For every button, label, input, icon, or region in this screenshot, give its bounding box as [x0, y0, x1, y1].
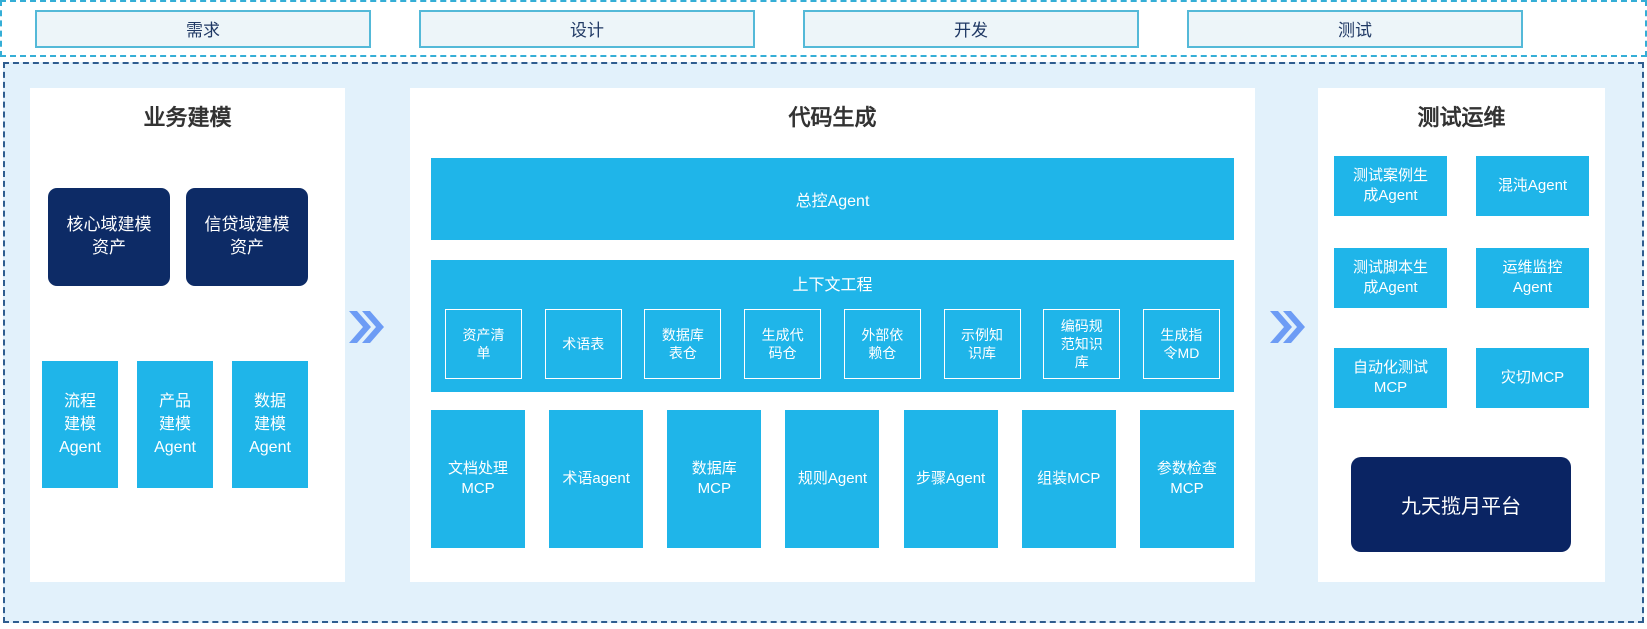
master-agent-bar: 总控Agent: [431, 158, 1234, 240]
worker-database-mcp: 数据库MCP: [667, 410, 762, 548]
phase-strip: 需求 设计 开发 测试: [0, 0, 1647, 57]
agent-box-process-modeling: 流程建模Agent: [42, 361, 118, 488]
panel-code-generation: 代码生成 总控Agent 上下文工程 资产清单 术语表 数据库表仓 生成代码仓 …: [410, 88, 1255, 582]
asset-box-core-domain: 核心域建模资产: [48, 188, 170, 286]
worker-assembly-mcp: 组装MCP: [1021, 410, 1116, 548]
context-item-row: 资产清单 术语表 数据库表仓 生成代码仓 外部依赖仓 示例知识库 编码规范知识库…: [445, 309, 1220, 379]
worker-row: 文档处理MCP 术语agent 数据库MCP 规则Agent 步骤Agent 组…: [431, 410, 1234, 548]
agent-box-data-modeling: 数据建模Agent: [232, 361, 308, 488]
ops-box-test-script-gen-agent: 测试脚本生成Agent: [1334, 248, 1447, 308]
main-area: 业务建模 核心域建模资产 信贷域建模资产 流程建模Agent 产品建模Agent…: [3, 62, 1644, 623]
context-item-coding-standard-kb: 编码规范知识库: [1043, 309, 1121, 379]
asset-box-credit-domain: 信贷域建模资产: [186, 188, 308, 286]
context-item-gen-code-repo: 生成代码仓: [744, 309, 822, 379]
phase-box-design: 设计: [419, 9, 755, 48]
context-item-gen-instruction-md: 生成指令MD: [1142, 309, 1220, 379]
panel-business-modeling: 业务建模 核心域建模资产 信贷域建模资产 流程建模Agent 产品建模Agent…: [30, 88, 345, 582]
double-chevron-right-icon: [1270, 311, 1305, 343]
ops-row: 测试脚本生成Agent 运维监控Agent: [1334, 248, 1589, 308]
worker-step-agent: 步骤Agent: [903, 410, 998, 548]
context-item-sample-kb: 示例知识库: [943, 309, 1021, 379]
panel-title: 测试运维: [1417, 105, 1506, 130]
modeling-asset-row: 核心域建模资产 信贷域建模资产: [48, 188, 308, 286]
ops-row: 测试案例生成Agent 混沌Agent: [1334, 156, 1589, 216]
ops-box-test-case-gen-agent: 测试案例生成Agent: [1334, 156, 1447, 216]
worker-doc-processing-mcp: 文档处理MCP: [431, 410, 525, 548]
worker-param-check-mcp: 参数检查MCP: [1139, 410, 1234, 548]
panel-title: 代码生成: [788, 105, 877, 130]
ops-box-ops-monitor-agent: 运维监控Agent: [1476, 248, 1589, 308]
worker-rule-agent: 规则Agent: [785, 410, 880, 548]
worker-glossary-agent: 术语agent: [549, 410, 644, 548]
agent-box-product-modeling: 产品建模Agent: [137, 361, 213, 488]
platform-box-jiutian-lanyue: 九天揽月平台: [1351, 457, 1571, 552]
phase-box-testing: 测试: [1187, 9, 1523, 48]
context-item-ext-dependency-repo: 外部依赖仓: [843, 309, 921, 379]
ops-row: 自动化测试MCP 灾切MCP: [1334, 348, 1589, 408]
context-item-asset-list: 资产清单: [445, 309, 522, 379]
double-chevron-right-icon: [349, 311, 384, 343]
modeling-agent-row: 流程建模Agent 产品建模Agent 数据建模Agent: [42, 361, 308, 488]
phase-box-requirements: 需求: [35, 9, 371, 48]
panel-test-ops: 测试运维 测试案例生成Agent 混沌Agent 测试脚本生成Agent 运维监…: [1318, 88, 1605, 582]
context-engineering-title: 上下文工程: [792, 277, 873, 294]
ops-box-auto-test-mcp: 自动化测试MCP: [1334, 348, 1447, 408]
context-engineering-box: 上下文工程 资产清单 术语表 数据库表仓 生成代码仓 外部依赖仓 示例知识库 编…: [431, 260, 1234, 392]
panel-title: 业务建模: [143, 105, 232, 130]
context-item-db-table-repo: 数据库表仓: [644, 309, 722, 379]
context-item-glossary: 术语表: [544, 309, 622, 379]
ops-box-disaster-switch-mcp: 灾切MCP: [1476, 348, 1589, 408]
ops-box-chaos-agent: 混沌Agent: [1476, 156, 1589, 216]
phase-box-development: 开发: [803, 9, 1139, 48]
